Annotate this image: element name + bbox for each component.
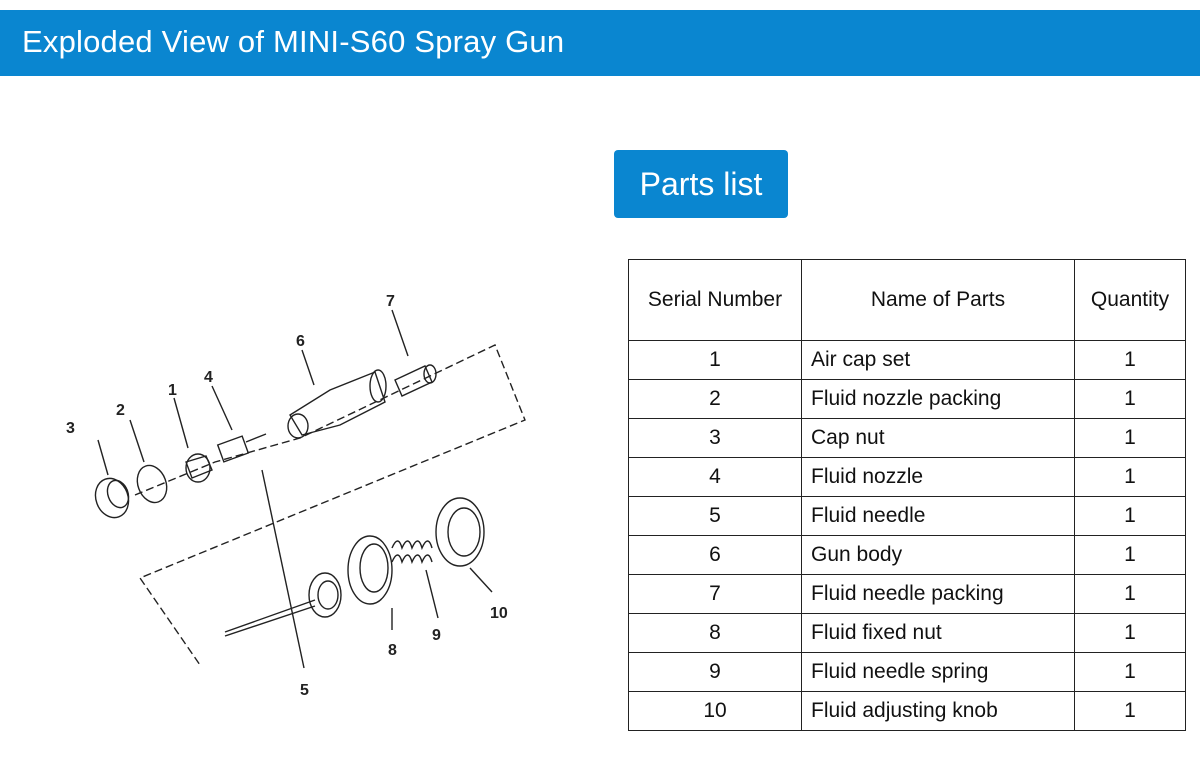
serial-cell: 1 bbox=[628, 340, 802, 380]
quantity-cell: 1 bbox=[1074, 379, 1186, 419]
callout-6: 6 bbox=[296, 333, 305, 350]
serial-cell: 9 bbox=[628, 652, 802, 692]
quantity-cell: 1 bbox=[1074, 652, 1186, 692]
callout-4: 4 bbox=[204, 369, 213, 386]
quantity-cell: 1 bbox=[1074, 496, 1186, 536]
callout-1: 1 bbox=[168, 382, 177, 399]
table-row: 3 Cap nut 1 bbox=[628, 418, 1186, 458]
table-row: 7 Fluid needle packing 1 bbox=[628, 574, 1186, 614]
header-name-of-parts: Name of Parts bbox=[801, 259, 1075, 341]
callout-8: 8 bbox=[388, 642, 397, 659]
part-name-cell: Fluid fixed nut bbox=[801, 613, 1075, 653]
part-name-cell: Fluid adjusting knob bbox=[801, 691, 1075, 731]
serial-cell: 8 bbox=[628, 613, 802, 653]
quantity-cell: 1 bbox=[1074, 613, 1186, 653]
callout-9: 9 bbox=[432, 627, 441, 644]
part-name-cell: Cap nut bbox=[801, 418, 1075, 458]
serial-cell: 7 bbox=[628, 574, 802, 614]
table-row: 4 Fluid nozzle 1 bbox=[628, 457, 1186, 497]
part-name-cell: Fluid nozzle bbox=[801, 457, 1075, 497]
quantity-cell: 1 bbox=[1074, 418, 1186, 458]
callout-10: 10 bbox=[490, 605, 508, 622]
quantity-cell: 1 bbox=[1074, 457, 1186, 497]
part-name-cell: Fluid nozzle packing bbox=[801, 379, 1075, 419]
table-header-row: Serial Number Name of Parts Quantity bbox=[628, 259, 1186, 341]
page-title: Exploded View of MINI-S60 Spray Gun bbox=[22, 24, 565, 59]
part-name-cell: Fluid needle packing bbox=[801, 574, 1075, 614]
callout-2: 2 bbox=[116, 402, 125, 419]
quantity-cell: 1 bbox=[1074, 535, 1186, 575]
parts-table: Serial Number Name of Parts Quantity 1 A… bbox=[628, 259, 1186, 731]
quantity-cell: 1 bbox=[1074, 340, 1186, 380]
parts-list-badge: Parts list bbox=[614, 150, 788, 218]
callout-3: 3 bbox=[66, 420, 75, 437]
part-name-cell: Fluid needle bbox=[801, 496, 1075, 536]
title-banner: Exploded View of MINI-S60 Spray Gun bbox=[0, 10, 1200, 76]
serial-cell: 5 bbox=[628, 496, 802, 536]
part-name-cell: Gun body bbox=[801, 535, 1075, 575]
table-row: 5 Fluid needle 1 bbox=[628, 496, 1186, 536]
serial-cell: 4 bbox=[628, 457, 802, 497]
header-serial-number: Serial Number bbox=[628, 259, 802, 341]
serial-cell: 10 bbox=[628, 691, 802, 731]
callout-7: 7 bbox=[386, 293, 395, 310]
exploded-view-diagram: 1 2 3 4 5 6 7 8 9 10 bbox=[66, 293, 526, 699]
table-row: 6 Gun body 1 bbox=[628, 535, 1186, 575]
table-row: 1 Air cap set 1 bbox=[628, 340, 1186, 380]
table-row: 10 Fluid adjusting knob 1 bbox=[628, 691, 1186, 731]
quantity-cell: 1 bbox=[1074, 691, 1186, 731]
part-name-cell: Air cap set bbox=[801, 340, 1075, 380]
part-name-cell: Fluid needle spring bbox=[801, 652, 1075, 692]
table-row: 9 Fluid needle spring 1 bbox=[628, 652, 1186, 692]
serial-cell: 6 bbox=[628, 535, 802, 575]
serial-cell: 2 bbox=[628, 379, 802, 419]
serial-cell: 3 bbox=[628, 418, 802, 458]
table-row: 8 Fluid fixed nut 1 bbox=[628, 613, 1186, 653]
header-quantity: Quantity bbox=[1074, 259, 1186, 341]
quantity-cell: 1 bbox=[1074, 574, 1186, 614]
table-row: 2 Fluid nozzle packing 1 bbox=[628, 379, 1186, 419]
callout-5: 5 bbox=[300, 682, 309, 699]
